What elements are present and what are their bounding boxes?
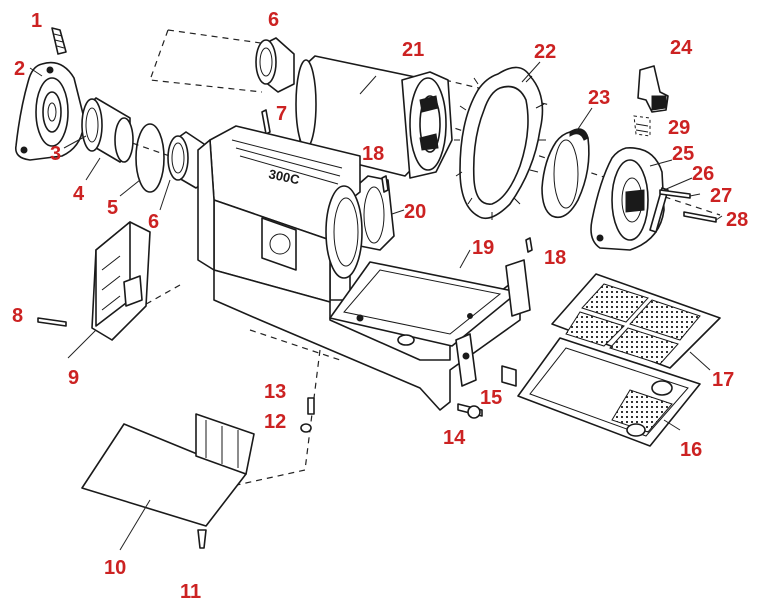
part-2-pin: [51, 27, 67, 55]
callout-7: 7: [276, 103, 287, 125]
part-10-bottom-plate: [81, 413, 255, 527]
part-27-screw: [659, 189, 691, 199]
callout-16: 16: [680, 439, 702, 461]
callout-15: 15: [480, 387, 502, 409]
callout-12: 12: [264, 411, 286, 433]
part-19-base-frame: [213, 259, 531, 411]
leader-lines: [29, 61, 723, 551]
brand-label: 300C: [267, 166, 301, 187]
callout-3: 3: [50, 143, 61, 165]
callout-2: 1: [31, 10, 42, 32]
callout-28: 28: [726, 209, 748, 231]
callout-22: 22: [534, 41, 556, 63]
part-5-snap-ring: [135, 123, 165, 193]
callout-18-lower: 18: [544, 247, 566, 269]
part-8-screw: [37, 317, 67, 327]
callout-4: 4: [73, 183, 85, 205]
callout-21: 21: [402, 39, 424, 61]
callout-19: 19: [472, 237, 494, 259]
callout-26: 26: [692, 163, 714, 185]
part-9-side-cover: [91, 221, 151, 341]
part-11-screw: [197, 529, 207, 549]
part-18-screw-upper: [381, 175, 389, 193]
part-13-screw: [307, 397, 315, 415]
part-6-bushing-upper: [255, 37, 295, 93]
callout-27: 27: [710, 185, 732, 207]
part-17-grated-tray: [551, 273, 721, 369]
callout-9: 9: [68, 367, 79, 389]
callout-17: 17: [712, 369, 734, 391]
part-22-gear-ring: [454, 66, 546, 220]
main-housing: 300C: [197, 125, 363, 303]
part-12-washer: [300, 423, 312, 433]
part-24-latch: [637, 65, 669, 113]
callout-8: 8: [12, 305, 23, 327]
part-23-bearing: [541, 128, 590, 219]
part-14-bolt: [457, 403, 483, 419]
part-15-fitting: [501, 365, 517, 387]
callout-14: 14: [443, 427, 466, 449]
callout-10: 10: [104, 557, 126, 579]
callout-18-upper: 18: [362, 143, 384, 165]
callout-20: 20: [404, 201, 426, 223]
part-7-screw: [261, 109, 271, 135]
callout-1: 2: [14, 58, 25, 80]
callout-6-lower: 6: [148, 211, 159, 233]
callout-6-upper: 6: [268, 9, 279, 31]
part-16-drip-pan: [517, 337, 701, 447]
callout-5: 5: [107, 197, 118, 219]
part-28-screw: [683, 211, 717, 223]
callout-25: 25: [672, 143, 694, 165]
callout-23: 23: [588, 87, 610, 109]
part-25-rear-chuck: [590, 147, 665, 251]
part-21-spindle: [295, 55, 453, 179]
callout-labels: 1 2 3 4 5 6 6 7 8 9 10 11 12 13 14 15 16…: [12, 9, 748, 603]
callout-29: 29: [668, 117, 690, 139]
part-1-front-chuck: [14, 61, 85, 161]
part-3-sleeve: [81, 97, 134, 163]
callout-11: 11: [180, 581, 201, 603]
part-18-screw-lower: [525, 237, 533, 253]
callout-24: 24: [670, 37, 693, 59]
part-29-spring: [633, 115, 651, 137]
callout-13: 13: [264, 381, 286, 403]
